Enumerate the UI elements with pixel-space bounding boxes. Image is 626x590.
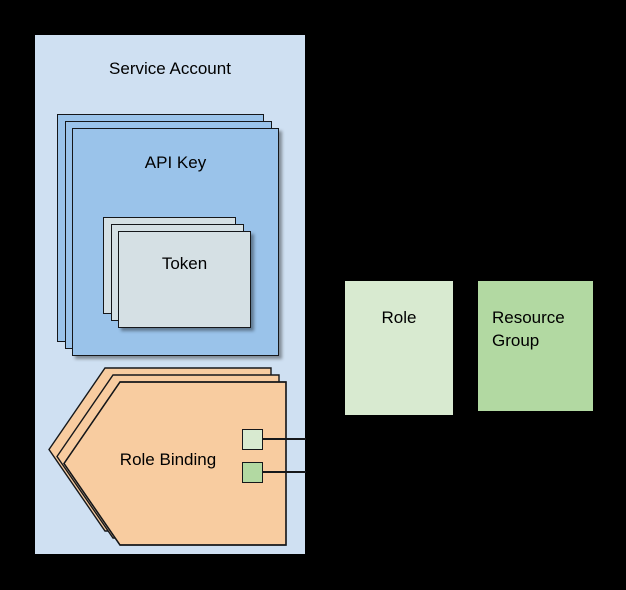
role-connector-chip[interactable] xyxy=(242,429,263,450)
resource-group-connector-line xyxy=(262,471,306,474)
role-box[interactable]: Role xyxy=(345,281,453,415)
token-card-front[interactable] xyxy=(118,231,251,328)
api-key-label: API Key xyxy=(144,153,207,172)
resource-group-label-line-1: Resource xyxy=(492,308,565,327)
role-binding-arrow-front[interactable] xyxy=(63,381,287,546)
resource-group-label: Resource Group xyxy=(478,306,593,352)
role-label: Role xyxy=(381,308,417,327)
token-label: Token xyxy=(161,254,208,273)
service-account-label: Service Account xyxy=(109,59,231,78)
resource-group-box[interactable]: Resource Group xyxy=(478,281,593,411)
role-connector-line xyxy=(262,438,306,441)
resource-group-label-line-2: Group xyxy=(492,331,540,350)
resource-group-connector-chip[interactable] xyxy=(242,462,263,483)
role-binding-label: Role Binding xyxy=(119,450,217,469)
